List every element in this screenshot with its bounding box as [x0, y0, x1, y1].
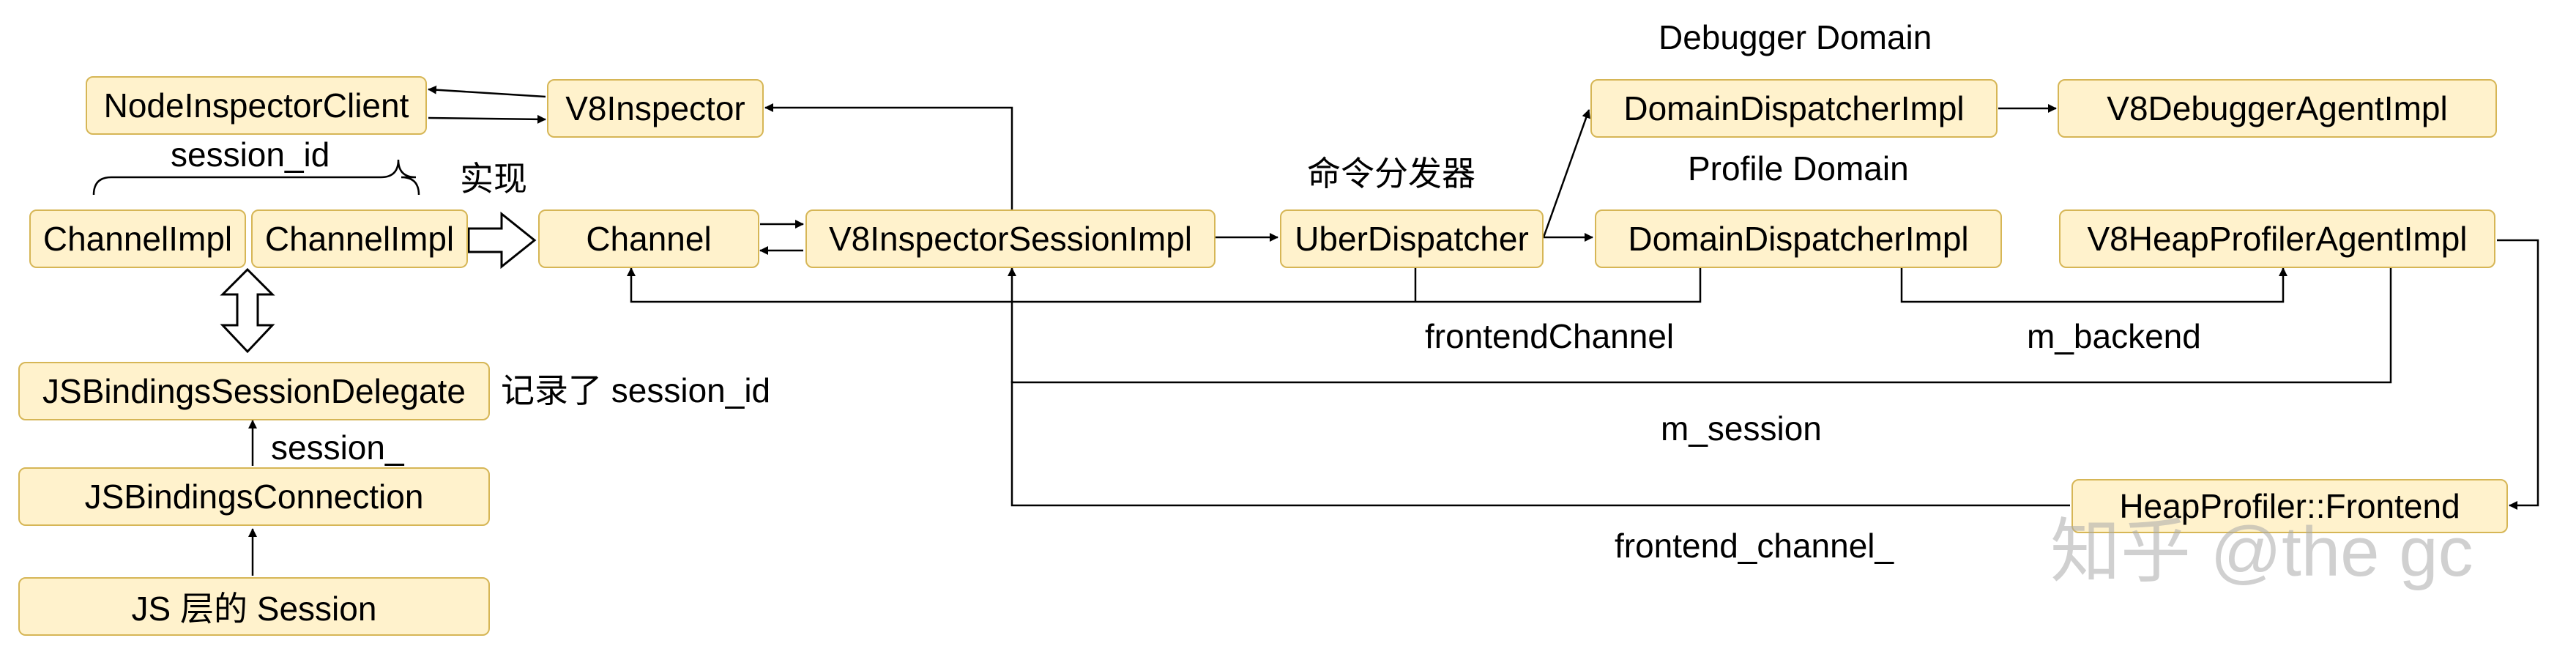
v8-debugger-agent-impl-box: V8DebuggerAgentImpl	[2058, 79, 2497, 138]
channel-box: Channel	[538, 209, 759, 268]
debugger-domain-dispatcher-box: DomainDispatcherImpl	[1590, 79, 1998, 138]
box-text: JSBindingsSessionDelegate	[42, 372, 466, 410]
box-text: ChannelImpl	[42, 220, 233, 258]
edge-uber-to-debugger-dispatcher	[1542, 109, 1590, 238]
double-hollow-arrow	[220, 267, 275, 354]
js-bindings-session-delegate-box: JSBindingsSessionDelegate	[18, 362, 490, 420]
box-text: JS 层的 Session	[131, 590, 377, 628]
channel-impl-box-1: ChannelImpl	[29, 209, 246, 268]
uber-dispatcher-box: UberDispatcher	[1280, 209, 1544, 268]
session-id-brace	[92, 159, 420, 196]
frontend-channel-underscore-label: frontend_channel_	[1615, 527, 1894, 565]
box-text: DomainDispatcherImpl	[1623, 89, 1965, 127]
frontend-channel-label: frontendChannel	[1425, 317, 1675, 355]
edge-v8inspector-to-client	[428, 85, 546, 98]
v8-inspector-session-impl-box: V8InspectorSessionImpl	[805, 209, 1216, 268]
edge-m-backend	[1900, 267, 2287, 303]
v8-heap-profiler-agent-impl-box: V8HeapProfilerAgentImpl	[2059, 209, 2495, 268]
edge-client-to-v8inspector	[428, 114, 546, 124]
node-inspector-client-box: NodeInspectorClient	[86, 76, 427, 135]
watermark: 知乎 @the gc	[2050, 513, 2473, 591]
profile-domain-label: Profile Domain	[1688, 149, 1909, 188]
box-text: V8Inspector	[565, 89, 745, 127]
recorded-session-id-label: 记录了 session_id	[501, 371, 771, 409]
session-underscore-label: session_	[271, 428, 404, 467]
edge-frontend-channel	[627, 267, 1702, 303]
heap-profiler-frontend-box: HeapProfiler::Frontend	[2071, 479, 2508, 533]
edge-frontend-channel-underscore	[1010, 381, 2070, 507]
m-session-label: m_session	[1661, 409, 1822, 448]
session-id-label: session_id	[171, 136, 330, 174]
box-text: UberDispatcher	[1295, 220, 1529, 258]
box-text: JSBindingsConnection	[84, 478, 424, 516]
profile-domain-dispatcher-box: DomainDispatcherImpl	[1595, 209, 2002, 268]
box-text: V8DebuggerAgentImpl	[2107, 89, 2448, 127]
command-dispatcher-label: 命令分发器	[1307, 155, 1475, 193]
js-session-box: JS 层的 Session	[18, 577, 490, 636]
implements-arrow	[467, 211, 537, 270]
box-text: NodeInspectorClient	[103, 86, 409, 125]
v8-inspector-box: V8Inspector	[547, 79, 764, 138]
debugger-domain-label: Debugger Domain	[1659, 18, 1932, 56]
box-text: V8HeapProfilerAgentImpl	[2087, 220, 2468, 258]
edge-session-to-v8inspector	[764, 103, 1013, 211]
channel-impl-box-2: ChannelImpl	[251, 209, 468, 268]
edge-m-session	[1008, 267, 2392, 384]
box-text: Channel	[586, 220, 712, 258]
edge-agent-to-frontend	[2497, 239, 2539, 510]
box-text: V8InspectorSessionImpl	[828, 220, 1193, 258]
box-text: ChannelImpl	[264, 220, 455, 258]
box-text: HeapProfiler::Frontend	[2119, 487, 2460, 525]
m-backend-label: m_backend	[2027, 317, 2201, 355]
implements-label: 实现	[460, 160, 527, 198]
js-bindings-connection-box: JSBindingsConnection	[18, 467, 490, 526]
box-text: DomainDispatcherImpl	[1628, 220, 1969, 258]
